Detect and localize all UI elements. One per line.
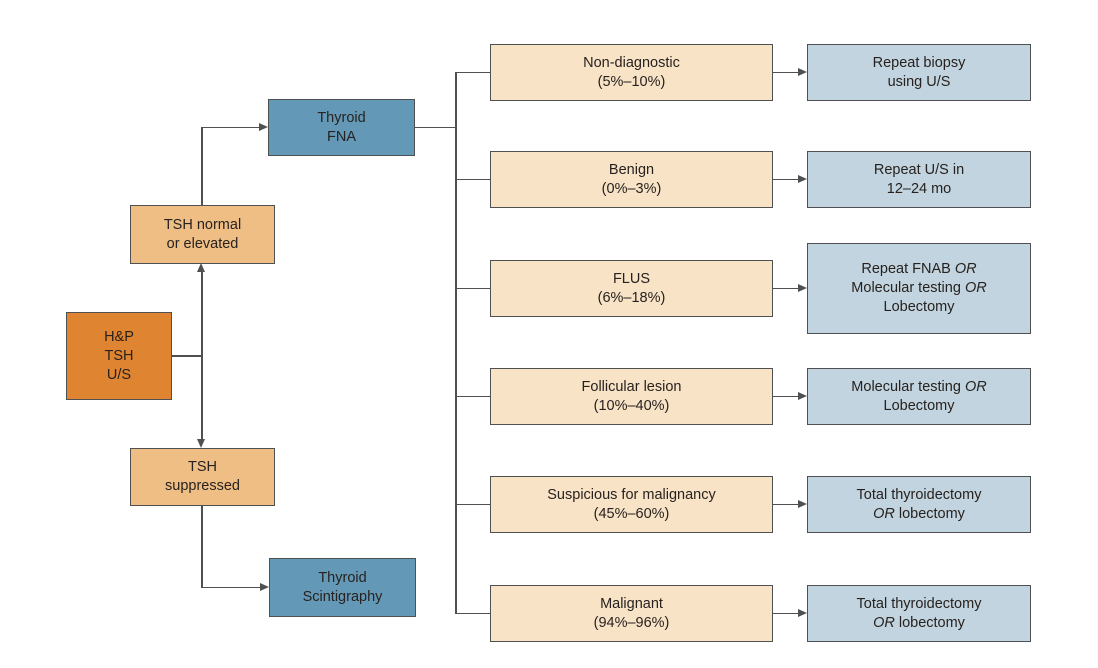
connector-row-2 <box>773 178 798 181</box>
tsh-normal-node: TSH normal or elevated <box>130 205 275 264</box>
category-range: (6%–18%) <box>597 289 666 306</box>
arrowhead-to-tsh-suppressed <box>197 439 205 448</box>
category-label: Non-diagnostic <box>583 54 680 71</box>
connector-branch-row-4 <box>455 395 490 398</box>
connector-row-6 <box>773 612 798 615</box>
category-node-suspicious: Suspicious for malignancy (45%–60%) <box>490 476 773 533</box>
arrowhead-row-3 <box>798 284 807 292</box>
arrowhead-row-4 <box>798 392 807 400</box>
start-node-line: U/S <box>106 366 132 383</box>
outcome-node-molecular-or-lobectomy: Molecular testing OR Lobectomy <box>807 368 1031 425</box>
connector-suppressed-to-scinti <box>201 586 261 589</box>
arrowhead-to-scintigraphy <box>260 583 269 592</box>
category-range: (5%–10%) <box>597 73 666 90</box>
category-label: Follicular lesion <box>581 378 682 395</box>
category-label: Suspicious for malignancy <box>547 486 716 503</box>
thyroid-fna-node: Thyroid FNA <box>268 99 415 156</box>
outcome-line: Repeat U/S in <box>873 161 965 178</box>
start-node-hp-tsh-us: H&P TSH U/S <box>66 312 172 400</box>
start-node-line: H&P <box>104 328 134 345</box>
category-range: (94%–96%) <box>593 614 670 631</box>
outcome-line: using U/S <box>887 73 951 90</box>
outcome-line: Lobectomy <box>883 397 955 414</box>
tsh-suppressed-line: suppressed <box>165 478 240 494</box>
connector-branch-row-5 <box>455 503 490 506</box>
thyroid-scintigraphy-node: Thyroid Scintigraphy <box>269 558 416 617</box>
arrowhead-to-tsh-normal <box>197 263 205 272</box>
category-range: (45%–60%) <box>593 505 670 522</box>
outcome-line: Repeat FNAB OR <box>861 261 977 277</box>
tsh-normal-line: TSH normal <box>163 216 242 233</box>
outcome-line: Repeat biopsy <box>872 54 966 71</box>
connector-normal-to-fna <box>201 126 260 129</box>
outcome-line: Total thyroidectomy <box>856 595 982 612</box>
outcome-line: Molecular testing OR <box>851 280 987 296</box>
outcome-line: OR lobectomy <box>873 614 965 631</box>
connector-branch-row-3 <box>455 287 490 290</box>
category-node-follicular-lesion: Follicular lesion (10%–40%) <box>490 368 773 425</box>
arrowhead-row-5 <box>798 500 807 508</box>
thyroid-scintigraphy-line: Thyroid <box>318 569 367 586</box>
start-node-line: TSH <box>104 347 134 364</box>
connector-trunk-vertical <box>455 71 457 614</box>
tsh-suppressed-line: TSH <box>188 459 217 475</box>
arrowhead-row-6 <box>798 609 807 617</box>
connector-row-5 <box>773 503 798 506</box>
outcome-node-flus-options: Repeat FNAB OR Molecular testing OR Lobe… <box>807 243 1031 334</box>
thyroid-fna-line: Thyroid <box>317 109 366 126</box>
connector-branch-row-2 <box>455 178 490 181</box>
category-label: Benign <box>608 161 655 178</box>
thyroid-scintigraphy-line: Scintigraphy <box>302 588 383 605</box>
thyroid-fna-line: FNA <box>327 128 356 145</box>
outcome-line: Total thyroidectomy <box>856 486 982 503</box>
outcome-node-repeat-us: Repeat U/S in 12–24 mo <box>807 151 1031 208</box>
connector-row-1 <box>773 71 798 74</box>
outcome-node-total-thyroidectomy-suspicious: Total thyroidectomy OR lobectomy <box>807 476 1031 533</box>
category-node-non-diagnostic: Non-diagnostic (5%–10%) <box>490 44 773 101</box>
connector-suppressed-down <box>201 506 203 588</box>
arrowhead-row-2 <box>798 175 807 183</box>
tsh-suppressed-node: TSH suppressed <box>130 448 275 506</box>
outcome-line: 12–24 mo <box>886 180 952 197</box>
arrowhead-to-fna <box>259 123 268 131</box>
category-node-flus: FLUS (6%–18%) <box>490 260 773 317</box>
connector-start-to-branch <box>172 355 202 357</box>
category-label: Malignant <box>600 595 663 612</box>
category-range: (10%–40%) <box>593 397 670 414</box>
connector-branch-vertical <box>201 271 203 441</box>
connector-row-4 <box>773 395 798 398</box>
outcome-line: OR lobectomy <box>873 505 965 522</box>
connector-row-3 <box>773 287 798 290</box>
category-node-benign: Benign (0%–3%) <box>490 151 773 208</box>
outcome-node-total-thyroidectomy-malignant: Total thyroidectomy OR lobectomy <box>807 585 1031 642</box>
category-label: FLUS <box>612 270 651 287</box>
connector-branch-row-1 <box>455 71 490 74</box>
tsh-normal-line: or elevated <box>166 235 239 252</box>
connector-fna-to-trunk <box>415 126 456 129</box>
connector-branch-row-6 <box>455 612 490 615</box>
category-range: (0%–3%) <box>601 180 662 197</box>
arrowhead-row-1 <box>798 68 807 76</box>
connector-normal-up <box>201 127 203 205</box>
outcome-node-repeat-biopsy: Repeat biopsy using U/S <box>807 44 1031 101</box>
outcome-line: Lobectomy <box>883 299 955 315</box>
outcome-line: Molecular testing OR <box>851 378 987 395</box>
category-node-malignant: Malignant (94%–96%) <box>490 585 773 642</box>
